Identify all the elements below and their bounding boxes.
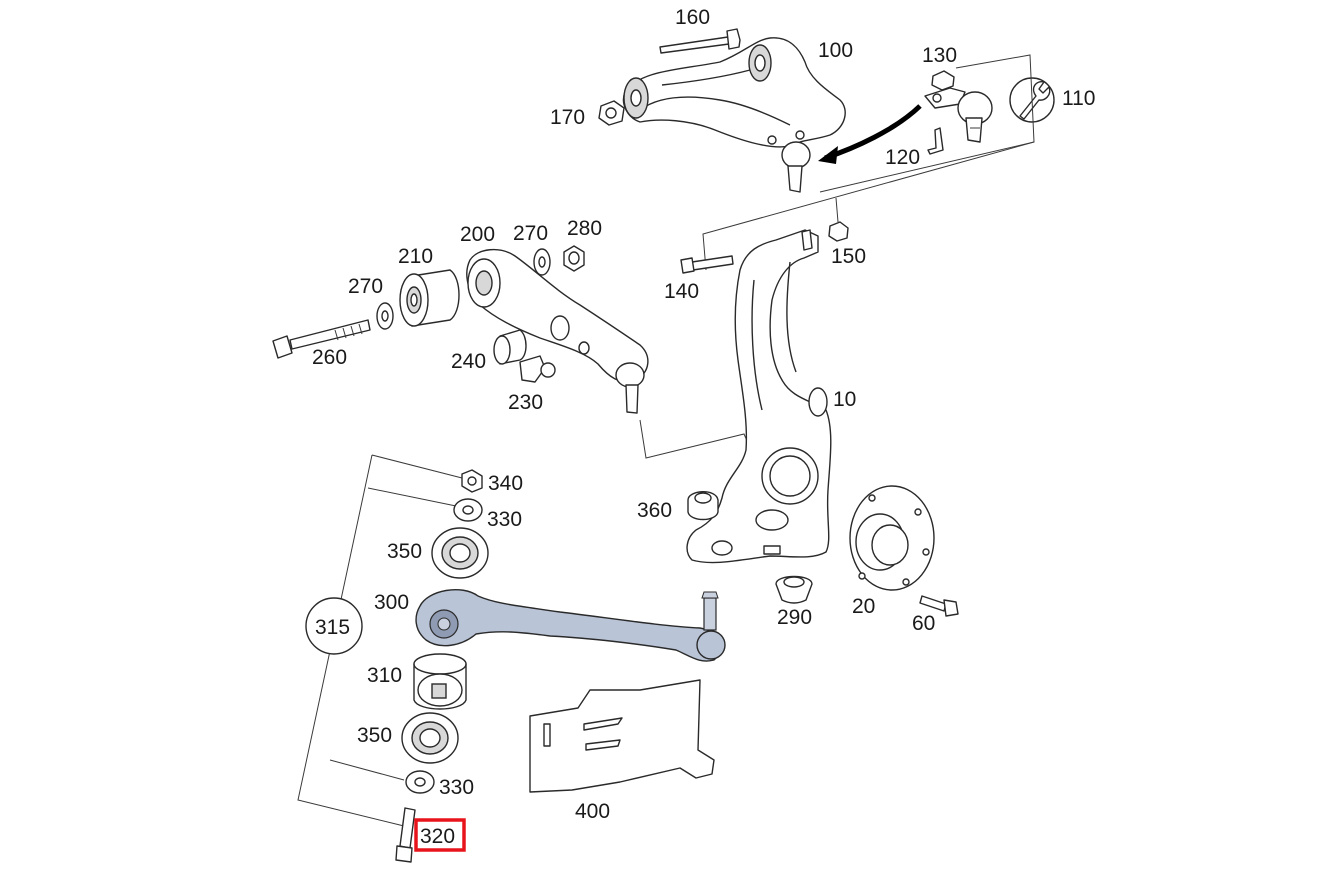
label-210[interactable]: 210 xyxy=(398,245,433,268)
part-170-nut[interactable] xyxy=(598,100,625,126)
part-10-steering-knuckle[interactable] xyxy=(686,229,832,564)
label-240[interactable]: 240 xyxy=(451,350,486,373)
label-315[interactable]: 315 xyxy=(315,616,350,639)
part-200-lower-arm[interactable] xyxy=(466,249,649,414)
label-200[interactable]: 200 xyxy=(460,223,495,246)
label-330[interactable]: 330 xyxy=(439,776,474,799)
part-270-washer[interactable] xyxy=(376,302,394,330)
part-330-washer[interactable] xyxy=(453,498,483,522)
label-230[interactable]: 230 xyxy=(508,391,543,414)
label-270[interactable]: 270 xyxy=(348,275,383,298)
label-100[interactable]: 100 xyxy=(818,39,853,62)
part-240-bushing[interactable] xyxy=(493,329,527,365)
label-300[interactable]: 300 xyxy=(374,591,409,614)
label-280[interactable]: 280 xyxy=(567,217,602,240)
part-110-ball-joint[interactable] xyxy=(924,87,993,143)
part-350-bushing-cap[interactable] xyxy=(401,712,459,764)
label-110[interactable]: 110 xyxy=(1062,87,1095,110)
part-350-bushing-cap[interactable] xyxy=(431,527,489,579)
part-340-nut[interactable] xyxy=(461,469,483,493)
label-310[interactable]: 310 xyxy=(367,664,402,687)
label-340[interactable]: 340 xyxy=(488,472,523,495)
label-360[interactable]: 360 xyxy=(637,499,672,522)
part-210-bushing[interactable] xyxy=(399,269,460,327)
label-60[interactable]: 60 xyxy=(912,612,935,635)
part-315-kit-callout[interactable] xyxy=(305,597,363,655)
label-20[interactable]: 20 xyxy=(852,595,875,618)
part-140-bolt[interactable] xyxy=(680,255,734,274)
label-320[interactable]: 320 xyxy=(420,825,455,848)
part-400-shield[interactable] xyxy=(529,679,715,793)
part-280-nut[interactable] xyxy=(563,245,585,272)
part-130-nut[interactable] xyxy=(931,70,955,91)
label-150[interactable]: 150 xyxy=(831,245,866,268)
part-360-nut[interactable] xyxy=(687,491,719,521)
label-160[interactable]: 160 xyxy=(675,6,710,29)
part-160-bolt[interactable] xyxy=(659,28,741,54)
highlight-box-320 xyxy=(414,818,466,852)
part-60-bolt[interactable] xyxy=(919,595,959,617)
label-10[interactable]: 10 xyxy=(833,388,856,411)
label-290[interactable]: 290 xyxy=(777,606,812,629)
part-290-cap[interactable] xyxy=(775,575,813,604)
part-20-wheel-hub[interactable] xyxy=(849,485,935,591)
label-120[interactable]: 120 xyxy=(885,146,920,169)
part-330-washer[interactable] xyxy=(405,770,435,794)
label-350[interactable]: 350 xyxy=(387,540,422,563)
label-170[interactable]: 170 xyxy=(550,106,585,129)
part-labels: 160 100 130 110 170 120 200 270 280 210 … xyxy=(312,6,1095,852)
label-260[interactable]: 260 xyxy=(312,346,347,369)
part-270-washer[interactable] xyxy=(533,248,551,276)
part-310-bushing[interactable] xyxy=(413,653,467,710)
part-300-front-lower-arm[interactable] xyxy=(415,589,726,662)
label-350[interactable]: 350 xyxy=(357,724,392,747)
part-150-nut[interactable] xyxy=(828,197,849,242)
part-260-bolt[interactable] xyxy=(272,319,371,359)
part-320-bolt[interactable] xyxy=(395,807,416,863)
part-100-upper-arm[interactable] xyxy=(622,37,846,193)
lower-rear-arm-group xyxy=(272,245,761,471)
label-270[interactable]: 270 xyxy=(513,222,548,245)
part-230-ball-joint[interactable] xyxy=(519,355,556,383)
part-120-bolt[interactable] xyxy=(927,127,944,155)
front-lower-arm-group xyxy=(297,454,726,863)
label-130[interactable]: 130 xyxy=(922,44,957,67)
label-330[interactable]: 330 xyxy=(487,508,522,531)
upper-control-arm-group xyxy=(598,28,1055,271)
assembly-arrow xyxy=(818,104,922,164)
label-140[interactable]: 140 xyxy=(664,280,699,303)
label-400[interactable]: 400 xyxy=(575,800,610,823)
